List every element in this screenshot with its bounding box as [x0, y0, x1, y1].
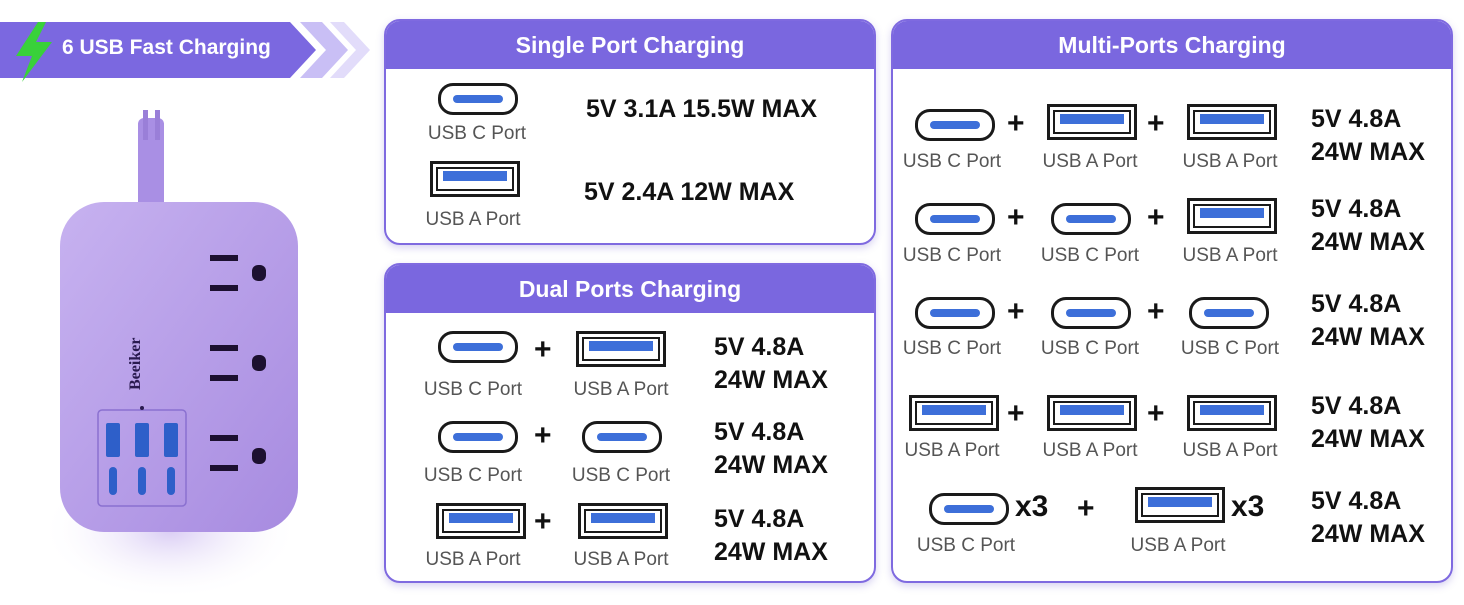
usb-c-port-icon — [929, 493, 1009, 525]
dual-ports-panel: Dual Ports Charging USB C Port + USB A P… — [384, 263, 876, 583]
usb-a-port-icon — [430, 161, 520, 197]
plus-sign: + — [534, 333, 552, 366]
spec-wattage: 24W MAX — [1311, 425, 1425, 453]
usb-a-port-icon — [1187, 198, 1277, 234]
plus-sign: + — [1007, 107, 1025, 140]
usb-a-port-icon — [436, 503, 526, 539]
spec-wattage: 24W MAX — [1311, 228, 1425, 256]
usb-c-port-icon — [438, 331, 518, 363]
port-label: USB A Port — [1042, 440, 1138, 461]
spec-voltage: 5V 4.8A — [1311, 290, 1402, 318]
spec-text: 5V 3.1A 15.5W MAX — [586, 95, 818, 123]
dual-ports-title: Dual Ports Charging — [386, 265, 874, 313]
usb-c-port-icon — [438, 83, 518, 115]
usb-a-port-icon — [1135, 487, 1225, 523]
svg-text:Beeiker: Beeiker — [127, 338, 144, 390]
usb-c-port-icon — [915, 109, 995, 141]
port-label: USB A Port — [425, 209, 521, 230]
multiplier-text: x3 — [1231, 490, 1265, 523]
multi-ports-panel: Multi-Ports Charging USB C Port + USB A … — [891, 19, 1453, 583]
port-label: USB C Port — [423, 465, 523, 486]
port-label: USB C Port — [902, 151, 1002, 172]
spec-voltage: 5V 4.8A — [714, 418, 805, 446]
usb-a-port-icon — [578, 503, 668, 539]
plus-sign: + — [1147, 397, 1165, 430]
port-label: USB A Port — [1182, 245, 1278, 266]
port-label: USB C Port — [423, 379, 523, 400]
port-label: USB C Port — [902, 245, 1002, 266]
port-label: USB A Port — [573, 549, 669, 570]
banner-title: 6 USB Fast Charging — [62, 36, 271, 59]
usb-c-port-icon — [915, 203, 995, 235]
single-port-title: Single Port Charging — [386, 21, 874, 69]
spec-text: 5V 2.4A 12W MAX — [584, 178, 795, 206]
usb-a-port-icon — [1187, 395, 1277, 431]
spec-voltage: 5V 4.8A — [714, 505, 805, 533]
multiplier-text: x3 — [1015, 490, 1049, 523]
spec-voltage: 5V 4.8A — [1311, 487, 1402, 515]
usb-c-port-icon — [582, 421, 662, 453]
banner-arrow-shape — [0, 22, 370, 78]
plus-sign: + — [534, 419, 552, 452]
usb-c-port-icon — [915, 297, 995, 329]
spec-voltage: 5V 4.8A — [1311, 392, 1402, 420]
port-label: USB C Port — [916, 535, 1016, 556]
banner — [0, 22, 370, 82]
usb-c-port-icon — [1051, 297, 1131, 329]
spec-wattage: 24W MAX — [1311, 520, 1425, 548]
plus-sign: + — [1007, 295, 1025, 328]
power-strip-image: Beeiker — [40, 110, 310, 600]
port-label: USB C Port — [1040, 245, 1140, 266]
usb-a-port-icon — [1047, 395, 1137, 431]
port-label: USB C Port — [1180, 338, 1280, 359]
usb-a-port-icon — [1187, 104, 1277, 140]
port-label: USB C Port — [1040, 338, 1140, 359]
port-label: USB C Port — [427, 123, 527, 144]
plus-sign: + — [1007, 397, 1025, 430]
port-label: USB A Port — [904, 440, 1000, 461]
lightning-bolt-icon — [16, 22, 52, 82]
port-label: USB A Port — [1130, 535, 1226, 556]
usb-a-port-icon — [909, 395, 999, 431]
usb-c-port-icon — [438, 421, 518, 453]
port-label: USB A Port — [1042, 151, 1138, 172]
spec-wattage: 24W MAX — [1311, 138, 1425, 166]
spec-wattage: 24W MAX — [714, 366, 828, 394]
port-label: USB C Port — [902, 338, 1002, 359]
plus-sign: + — [1147, 295, 1165, 328]
spec-wattage: 24W MAX — [714, 451, 828, 479]
port-label: USB A Port — [1182, 151, 1278, 172]
plus-sign: + — [1007, 201, 1025, 234]
spec-wattage: 24W MAX — [1311, 323, 1425, 351]
spec-voltage: 5V 4.8A — [1311, 105, 1402, 133]
plus-sign: + — [1147, 107, 1165, 140]
port-label: USB C Port — [571, 465, 671, 486]
port-label: USB A Port — [425, 549, 521, 570]
single-port-panel: Single Port Charging USB C Port 5V 3.1A … — [384, 19, 876, 245]
usb-a-port-icon — [1047, 104, 1137, 140]
multi-ports-title: Multi-Ports Charging — [893, 21, 1451, 69]
spec-voltage: 5V 4.8A — [1311, 195, 1402, 223]
plus-sign: + — [534, 505, 552, 538]
port-label: USB A Port — [1182, 440, 1278, 461]
plus-sign: + — [1077, 492, 1095, 525]
usb-a-port-icon — [576, 331, 666, 367]
spec-voltage: 5V 4.8A — [714, 333, 805, 361]
spec-wattage: 24W MAX — [714, 538, 828, 566]
usb-c-port-icon — [1051, 203, 1131, 235]
usb-c-port-icon — [1189, 297, 1269, 329]
port-label: USB A Port — [573, 379, 669, 400]
plus-sign: + — [1147, 201, 1165, 234]
